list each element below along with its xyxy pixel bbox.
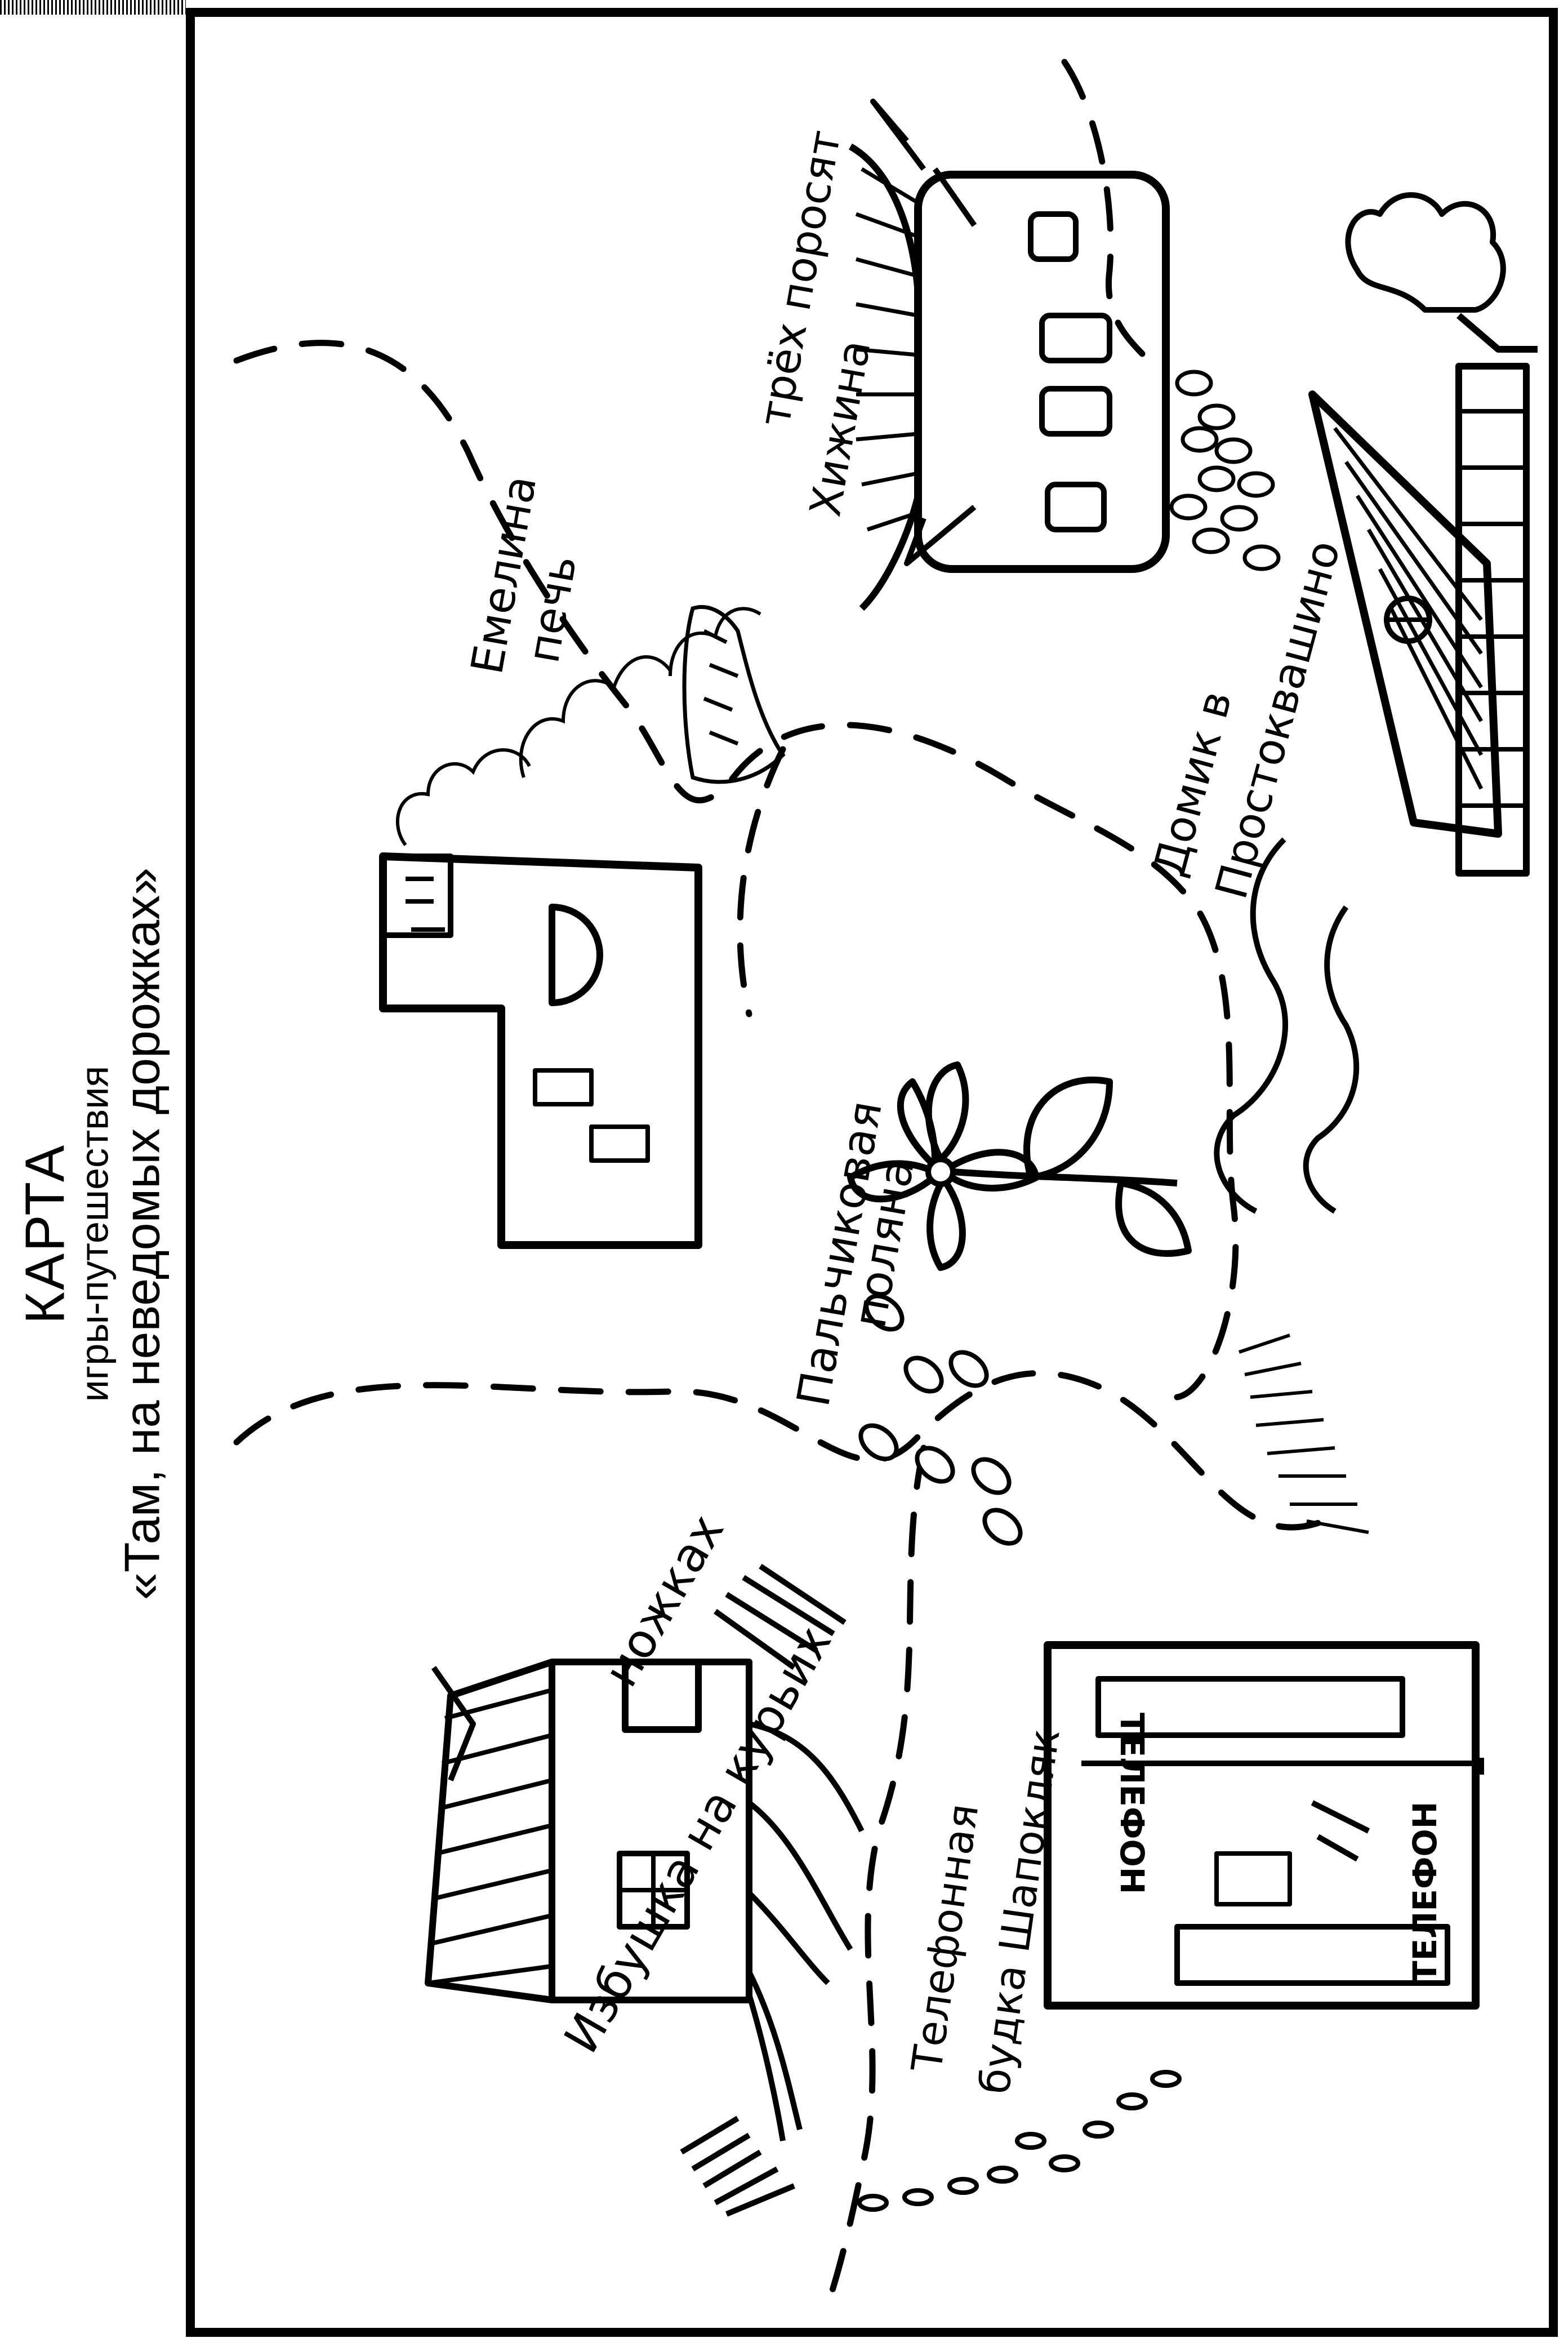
dashed-path-phone <box>825 1444 927 2308</box>
house-roof <box>1308 390 1502 838</box>
izbushka-drawing <box>425 1563 865 2217</box>
label-phone-2: будка Шапокляк <box>970 1726 1070 2097</box>
flower-center <box>925 1157 956 1187</box>
stones <box>858 1294 1023 1546</box>
izbushka-door <box>622 1659 702 1733</box>
izbushka-ladder <box>714 1563 847 1670</box>
phone-sign-top-frame <box>1095 1676 1405 1738</box>
title-block: КАРТА игры-путешествия «Там, на неведомы… <box>0 0 186 2338</box>
map-title: КАРТА <box>14 1143 76 1324</box>
emelya-stove-drawing <box>379 852 702 1249</box>
leaf-2 <box>1115 1180 1192 1257</box>
petal-4 <box>847 1160 932 1203</box>
label-phone-1: Телефонная <box>903 1801 988 2075</box>
izbushka-leg-1 <box>747 1721 865 1985</box>
bushes <box>682 604 786 784</box>
hut-thatch <box>848 143 921 611</box>
phone-keypad <box>1214 1851 1292 1906</box>
label-izbushka-2: ножках <box>593 1505 734 1696</box>
hut-body <box>914 171 1170 573</box>
izbushka-claws <box>680 2115 795 2217</box>
label-piglets-1: Хижина <box>800 336 880 520</box>
grass <box>1239 1334 1369 1534</box>
footprints <box>857 2070 1182 2212</box>
dashed-path-top-right <box>1061 59 1152 364</box>
phone-booth-body <box>1044 1641 1480 2010</box>
game-name: «Там, на неведомых дорожках» <box>114 867 170 1601</box>
fence <box>1455 363 1530 877</box>
izbushka-leg-2 <box>746 1970 803 2141</box>
petal-5 <box>897 1078 938 1164</box>
piglets-hut-drawing <box>848 99 1170 611</box>
phone-sign-left: ТЕЛЕФОН <box>1406 1802 1444 1983</box>
leaf-1 <box>1023 1076 1113 1181</box>
map-subtitle: игры-путешествия <box>72 1065 117 1402</box>
telephone-booth-drawing <box>1044 1641 1484 2010</box>
phone-sign-left-frame <box>1174 1924 1450 1986</box>
dashed-path-middle <box>233 340 1239 1401</box>
top-decorative-strip <box>0 0 186 15</box>
cobblestones <box>1169 370 1281 571</box>
flower-stem <box>952 1168 1178 1186</box>
hut-ear-1 <box>870 99 977 227</box>
petal-3 <box>926 1181 966 1271</box>
meadow-flower-drawing <box>847 1061 1192 1271</box>
prostokvashino-house-drawing <box>1308 192 1538 877</box>
winding-road <box>1214 837 1360 1214</box>
stove-chimney <box>380 854 453 938</box>
phone-receiver <box>1311 1800 1370 1862</box>
tree-crown <box>1345 192 1506 313</box>
tree-trunk <box>1456 313 1538 353</box>
phone-sign-top: ТЕЛЕФОН <box>1113 1713 1151 1894</box>
map-frame <box>186 8 1558 2337</box>
dashed-path-meadow-top <box>737 746 786 1017</box>
stove-mouth <box>549 904 603 1006</box>
title-rotated: КАРТА игры-путешествия «Там, на неведомы… <box>14 867 170 1601</box>
izbushka-roof <box>425 1659 553 2003</box>
stove-body <box>379 852 702 1249</box>
hut-ear-2 <box>904 505 977 566</box>
dashed-path-left-upper <box>233 1370 1327 1531</box>
map-area: Избушка на курьих ножках ТЕЛЕФОН ТЕЛЕФОН… <box>186 0 1568 2338</box>
map-drawing: Избушка на курьих ножках ТЕЛЕФОН ТЕЛЕФОН… <box>186 8 1558 2337</box>
